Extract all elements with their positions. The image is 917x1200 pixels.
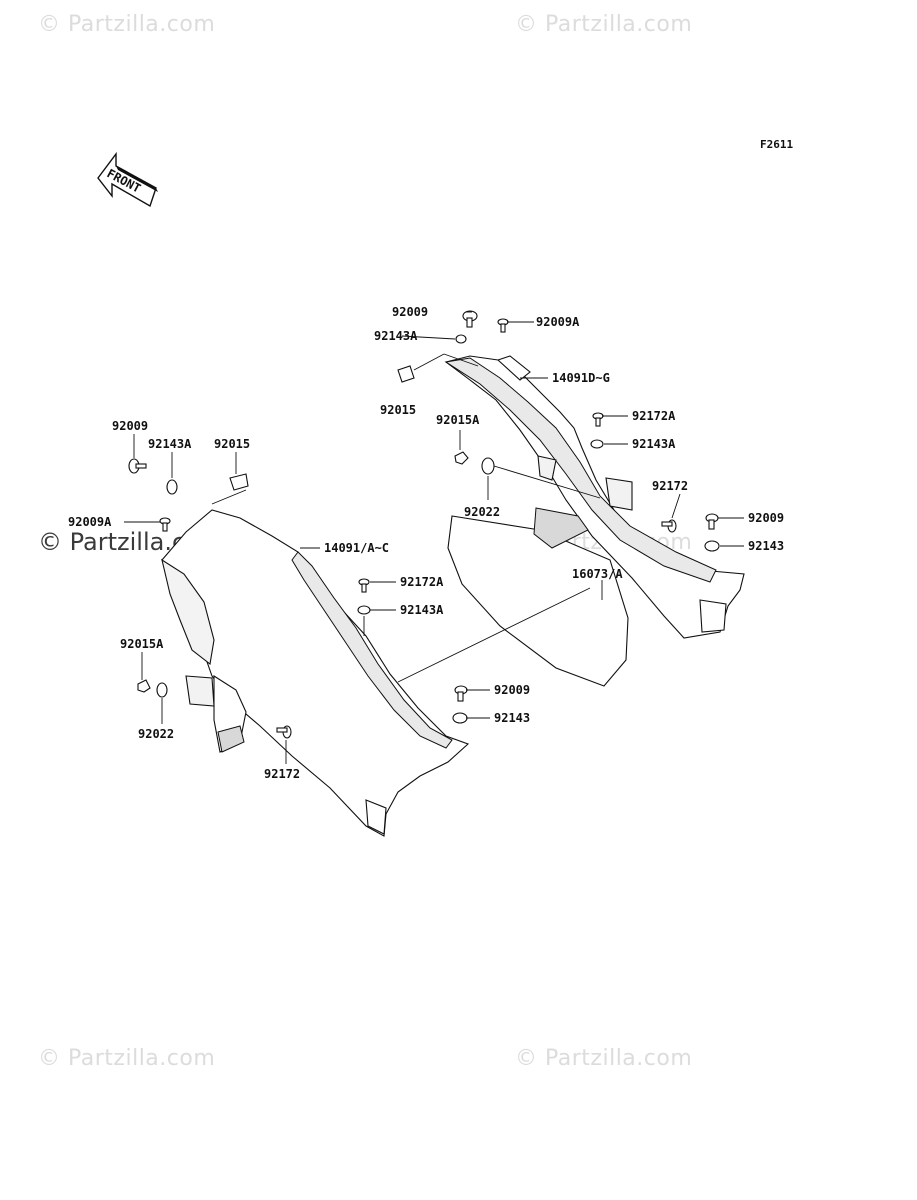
callout-92172A: 92172A [632,409,676,423]
callout-92015: 92015 [380,403,416,417]
callout-92143A: 92143A [400,603,444,617]
watermark: © Partzilla.com [38,12,216,37]
callout-92143A: 92143A [374,329,418,343]
nut-clip-icon [397,365,415,383]
callout-92015A: 92015A [436,413,480,427]
left-side-cover [161,509,470,837]
figure-code: F2611 [760,138,794,151]
callout-92172A: 92172A [400,575,444,589]
callout-92009A: 92009A [68,515,112,529]
callout-14091D-G: 14091D~G [552,371,610,385]
watermark: © Partzilla.com [515,1046,693,1071]
leader-lines [124,311,744,764]
washer-icon [156,682,168,698]
callout-92009A: 92009A [536,315,580,329]
callout-92015A: 92015A [120,637,164,651]
callout-92022: 92022 [464,505,500,519]
right-side-cover [444,355,745,639]
grommet-icon [452,712,468,724]
callout-92143A: 92143A [632,437,676,451]
washer-icon [357,605,371,615]
grommet-icon [704,540,720,552]
callout-16073-A: 16073/A [572,567,623,581]
callout-92009: 92009 [392,305,428,319]
inner-cover-panel [447,455,633,687]
fasteners-right [397,310,720,552]
callout-92143: 92143 [494,711,530,725]
front-arrow-icon: FRONT [97,151,158,208]
callout-92009: 92009 [748,511,784,525]
nut-icon [454,451,469,465]
nut-icon [137,679,151,693]
washer-icon [481,457,495,475]
callout-92172: 92172 [264,767,300,781]
watermark: © Partzilla.com [38,1046,216,1071]
callout-92143A: 92143A [148,437,192,451]
callout-14091-A-C: 14091/A~C [324,541,389,555]
washer-icon [590,439,604,449]
callout-92143: 92143 [748,539,784,553]
callout-92172: 92172 [652,479,688,493]
callout-92022: 92022 [138,727,174,741]
callout-92009: 92009 [112,419,148,433]
watermark: © Partzilla.com [515,12,693,37]
callout-labels: 92009 92009A 92143A 92015 14091D~G 92015… [68,305,784,781]
washer-icon [455,334,467,344]
callout-92009: 92009 [494,683,530,697]
washer-icon [166,479,178,495]
nut-clip-icon [229,473,249,491]
callout-92015: 92015 [214,437,250,451]
